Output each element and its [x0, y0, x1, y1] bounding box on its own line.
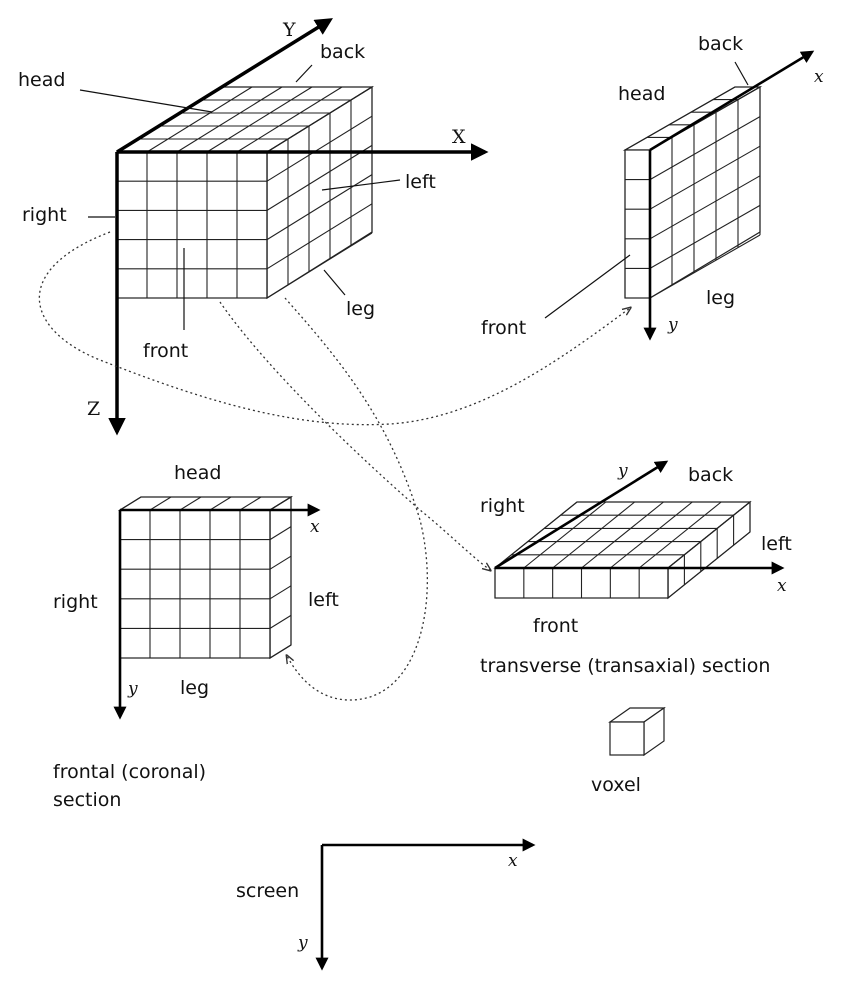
grid-line [176, 86, 283, 153]
leg-leader-line [323, 269, 346, 296]
transverse-label-right: right [480, 495, 525, 517]
transverse-y-axis-label: y [617, 461, 628, 481]
grid-line [609, 501, 693, 569]
sagittal-label-back: back [698, 33, 743, 55]
sagittal-label-head: head [618, 83, 665, 105]
grid-line [266, 144, 373, 211]
coronal-label-right: right [53, 591, 98, 613]
coronal-y-axis-label: y [127, 679, 138, 699]
grid-line [649, 116, 761, 181]
grid-line [269, 614, 292, 629]
grid-line [119, 496, 142, 511]
back-leader-line [295, 64, 313, 83]
coronal-label-leg: leg [180, 677, 209, 699]
screen-x-axis-label: x [508, 851, 518, 871]
grid-line [269, 555, 292, 570]
grid-line [266, 86, 373, 153]
grid-line [638, 501, 722, 569]
grid-line [269, 526, 292, 541]
grid-line [149, 496, 172, 511]
block-label-right: right [22, 204, 67, 226]
coronal-x-axis-label: x [310, 517, 320, 537]
block-x-axis-label: X [452, 126, 466, 148]
grid-line [236, 86, 343, 153]
voxel-cube [608, 706, 666, 757]
coronal-slice [117, 495, 294, 660]
sagittal-front-leader [544, 254, 631, 319]
grid-line [269, 585, 292, 600]
sagittal-x-axis [649, 50, 815, 152]
coronal-caption-line-2: section [53, 789, 121, 811]
block-label-head: head [18, 69, 65, 91]
grid-line [649, 175, 761, 240]
grid-line [269, 644, 292, 659]
block-y-axis-label: Y [282, 19, 296, 41]
grid-line [206, 86, 313, 153]
block-label-front: front [143, 340, 188, 362]
grid-line [552, 501, 636, 569]
block-label-leg: leg [346, 298, 375, 320]
grid-line [494, 501, 578, 569]
transverse-label-left: left [761, 533, 792, 555]
block-label-back: back [320, 41, 365, 63]
grid-line [667, 531, 751, 599]
grid-line [649, 234, 761, 299]
grid-line [523, 501, 607, 569]
volume-block [114, 85, 375, 300]
transverse-y-axis [494, 460, 669, 570]
curve-to-sagittal [38, 231, 630, 426]
grid-line [209, 496, 232, 511]
sagittal-back-leader [734, 61, 749, 86]
grid-line [649, 145, 761, 210]
grid-line [266, 203, 373, 270]
screen-label: screen [236, 880, 299, 902]
curve-to-coronal [284, 297, 428, 701]
sagittal-label-leg: leg [706, 287, 735, 309]
transverse-x-axis-label: x [777, 576, 787, 596]
coronal-label-left: left [308, 589, 339, 611]
grid-line [266, 232, 373, 299]
sagittal-y-axis-label: y [667, 315, 678, 335]
transverse-label-back: back [688, 464, 733, 486]
grid-line [239, 496, 262, 511]
grid-line [179, 496, 202, 511]
grid-line [146, 86, 253, 153]
block-y-axis [116, 18, 333, 154]
sagittal-label-front: front [481, 317, 526, 339]
curve-to-transverse [219, 301, 490, 570]
screen-y-axis-label: y [297, 933, 308, 953]
grid-line [581, 501, 664, 569]
transverse-label-front: front [533, 615, 578, 637]
grid-line [269, 496, 292, 511]
block-z-axis-label: Z [87, 398, 100, 420]
head-leader-line [79, 89, 213, 113]
sagittal-x-axis-label: x [814, 67, 824, 87]
transverse-voxel-grid [494, 501, 751, 599]
block-label-left: left [405, 171, 436, 193]
left-leader-line [321, 179, 401, 191]
sagittal-slice [622, 85, 763, 300]
coronal-caption-line-1: frontal (coronal) [53, 761, 206, 783]
transverse-slice [493, 500, 752, 600]
voxel-label: voxel [591, 774, 641, 796]
coronal-label-head: head [174, 462, 221, 484]
grid-line [649, 204, 761, 269]
grid-line [624, 86, 736, 151]
grid-line [667, 501, 751, 569]
transverse-caption: transverse (transaxial) section [480, 655, 770, 677]
grid-line [266, 115, 373, 182]
